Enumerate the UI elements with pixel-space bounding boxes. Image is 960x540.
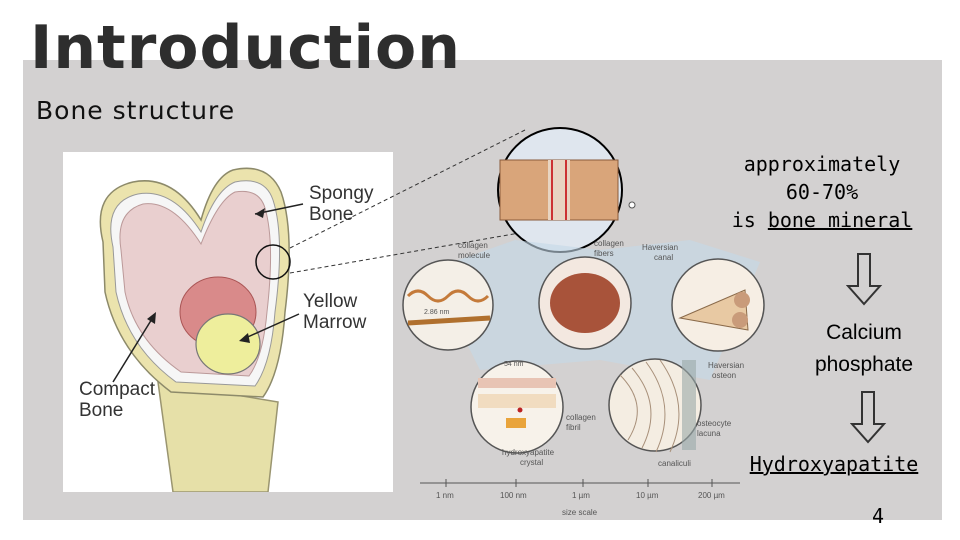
marrow-pointer: [240, 313, 300, 341]
osteocyte-lacuna-label-2: lacuna: [697, 429, 721, 438]
hydroxyapatite-label-1: hydroxyapatite: [502, 448, 555, 457]
size-scale: 1 nm 100 nm 1 µm 10 µm 200 µm size scale: [420, 479, 740, 517]
calcium-line-2: phosphate: [814, 352, 914, 376]
osteon-block: [497, 127, 636, 253]
callout-line-2: 60-70%: [785, 180, 859, 204]
slide-title: Introduction: [30, 13, 461, 83]
callout-line-3: is bone mineral: [724, 206, 920, 234]
scale-label-4: 10 µm: [636, 491, 659, 500]
osteon-marker: [628, 201, 636, 209]
osteocyte-band: [682, 360, 696, 450]
calcium-line-1: Calcium: [826, 321, 902, 344]
osteon-ring-1: [734, 292, 750, 308]
collagen-fibril-label-1: collagen: [566, 413, 596, 422]
compact-pointer: [112, 313, 156, 383]
lamellae-lines: [619, 359, 680, 453]
haversian-osteon-label-1: Haversian: [708, 361, 744, 370]
collagen-fibers-view: [538, 256, 632, 350]
zoom-line-top: [289, 129, 526, 249]
bone-drawing: [99, 167, 304, 493]
spongy-bone-label: Spongy Bone: [309, 183, 374, 225]
yellow-marrow-label: Yellow Marrow: [303, 291, 367, 333]
collagen-molecule-circle: [402, 259, 494, 351]
callout-line-1: approximately: [743, 152, 901, 176]
compact-bone-label: Compact Bone: [79, 379, 156, 421]
fibril-dot: [517, 407, 523, 413]
zoom-line-bottom: [289, 231, 526, 274]
calcium-phosphate-text: Calcium phosphate: [800, 317, 928, 380]
yellow-marrow: [195, 313, 261, 375]
slide-subtitle: Bone structure: [36, 96, 236, 125]
callout-line-3-prefix: is: [731, 208, 768, 232]
haversian-osteon-view: [671, 258, 765, 352]
osteon-ring-2: [732, 312, 748, 328]
bone-mineral-text: bone mineral: [767, 208, 913, 232]
collagen-molecule-label-1: collagen: [458, 241, 488, 250]
fibril-band-2: [478, 394, 556, 408]
collagen-strand: [407, 315, 491, 326]
marrow-pointer-head: [239, 333, 250, 343]
canaliculi-label: canaliculi: [658, 459, 691, 468]
scale-label-2: 100 nm: [500, 491, 527, 500]
scale-label-5: 200 µm: [698, 491, 725, 500]
collagen-molecule-label-2: molecule: [458, 251, 491, 260]
page-number: 4: [872, 504, 885, 528]
osteocyte-lacuna-label-1: osteocyte: [697, 419, 732, 428]
collagen-helix: [406, 289, 490, 303]
haversian-osteon-label-2: osteon: [712, 371, 736, 380]
bone-illustration: Spongy Bone Yellow Marrow Compact Bone: [63, 152, 393, 493]
dim-54-label: 54 nm: [504, 361, 524, 368]
mineral-callout: approximately 60-70% is bone mineral: [724, 150, 920, 234]
collagen-fibers-bundle: [550, 273, 620, 333]
hydroxyapatite-crystal-shape: [506, 418, 526, 428]
hydroxyapatite-label-2: crystal: [520, 458, 543, 467]
down-arrow-icon-2: [850, 391, 887, 444]
spongy-pointer-head: [255, 208, 265, 218]
size-scale-label: size scale: [562, 508, 598, 517]
hydroxyapatite-text: Hydroxyapatite: [749, 452, 919, 476]
collagen-molecule-view: [402, 259, 494, 351]
collagen-fibers-label-1: collagen: [594, 239, 624, 248]
haversian-canal-label-1: Haversian: [642, 243, 678, 252]
scale-label-3: 1 µm: [572, 491, 590, 500]
fibril-band-1: [478, 378, 556, 388]
lamellae-view: [608, 358, 702, 453]
magnify-circle: [255, 244, 291, 280]
haversian-canal-label-2: canal: [654, 253, 673, 262]
compact-pointer-head: [147, 312, 156, 324]
down-arrow-icon: [846, 253, 883, 306]
scale-label-1: 1 nm: [436, 491, 454, 500]
osteon-canal: [548, 160, 570, 220]
dim-2-86-label: 2.86 nm: [424, 309, 449, 316]
collagen-fibers-label-2: fibers: [594, 249, 614, 258]
collagen-fibril-view: [470, 360, 564, 454]
osteon-cone: [678, 289, 749, 331]
collagen-fibril-label-2: fibril: [566, 423, 581, 432]
